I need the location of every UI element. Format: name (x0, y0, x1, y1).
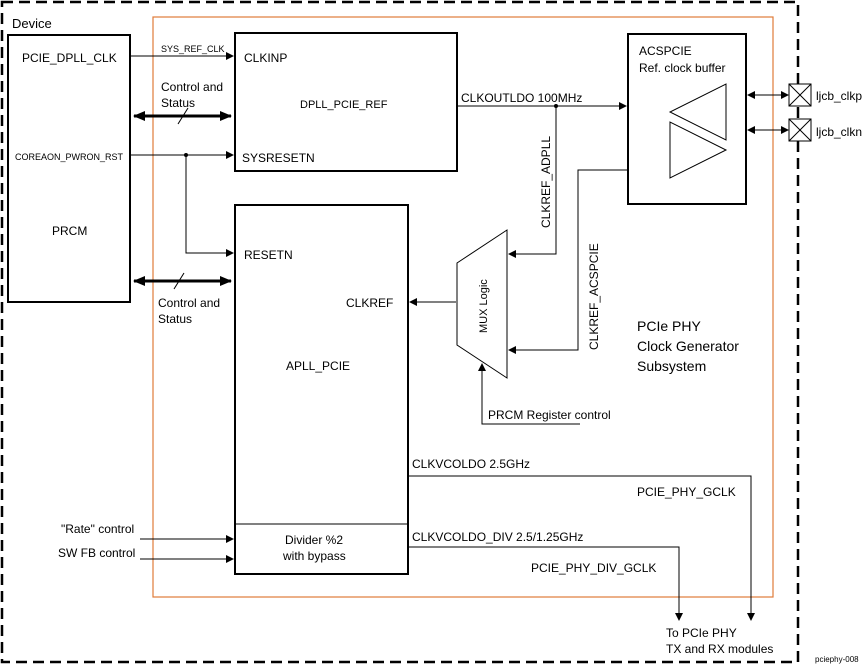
reset-line-to-resetn (185, 155, 234, 257)
clkvcoldo-line (408, 475, 755, 621)
apll-resetn-port: RESETN (244, 248, 293, 262)
subsystem-line1: PCIe PHY (637, 318, 701, 334)
dpll-name: DPLL_PCIE_REF (300, 99, 388, 111)
acspcie-block (627, 33, 747, 205)
to-pcie-phy-line2: TX and RX modules (666, 642, 773, 656)
subsystem-line3: Subsystem (637, 358, 706, 374)
clkp-label: ljcb_clkp (816, 89, 862, 103)
mux-logic-block (456, 229, 508, 379)
control-status-bottom-line1: Control and (158, 296, 220, 310)
rate-control-label: "Rate" control (61, 522, 134, 536)
acspcie-name: ACSPCIE (639, 44, 692, 58)
apll-pcie-block (234, 204, 409, 575)
subsystem-boundary (152, 16, 774, 598)
swfb-control-label: SW FB control (58, 546, 135, 560)
pcie-phy-div-gclk-label: PCIE_PHY_DIV_GCLK (531, 561, 656, 575)
dpll-clkinp-port: CLKINP (244, 51, 287, 65)
prcm-pcie-dpll-clk-label: PCIE_DPLL_CLK (22, 51, 117, 65)
figure-id: pciephy-008 (815, 655, 859, 664)
mux-logic-label: MUX Logic (478, 279, 490, 333)
control-status-top-line2: Status (161, 96, 195, 110)
clkn-pad-icon (788, 118, 812, 142)
pcie-phy-gclk-label: PCIE_PHY_GCLK (637, 485, 736, 499)
control-status-top-slash (177, 107, 189, 125)
dpll-pcie-ref-block (234, 32, 458, 172)
dpll-sysresetn-port: SYSRESETN (242, 151, 315, 165)
clkvcoldo-label: CLKVCOLDO 2.5GHz (412, 457, 530, 471)
apll-name: APLL_PCIE (286, 359, 350, 373)
control-status-bottom-line2: Status (158, 312, 192, 326)
register-control-line (478, 363, 580, 425)
prcm-coreaon-rst-label: COREAON_PWRON_RST (15, 152, 124, 162)
acspcie-subtitle: Ref. clock buffer (639, 61, 725, 75)
clkvcoldo-div-line (408, 546, 683, 621)
clkvcoldo-div-label: CLKVCOLDO_DIV 2.5/1.25GHz (412, 530, 583, 544)
acspcie-buffer-upper (668, 83, 727, 141)
device-boundary (0, 0, 800, 664)
clkoutldo-label: CLKOUTLDO 100MHz (461, 91, 582, 105)
clkref-adpll-label: CLKREF_ADPLL (539, 136, 553, 228)
apll-divider-line1: Divider %2 (285, 533, 343, 547)
register-control-label: PRCM Register control (488, 408, 611, 422)
clkn-label: ljcb_clkn (816, 125, 862, 139)
apll-divider-line2: with bypass (282, 549, 346, 563)
control-status-bottom-slash (173, 272, 185, 290)
clkref-acspcie-label: CLKREF_ACSPCIE (587, 243, 601, 350)
subsystem-line2: Clock Generator (637, 338, 739, 354)
prcm-name: PRCM (52, 224, 87, 238)
apll-clkref-port: CLKREF (346, 296, 393, 310)
sys-ref-clk-label: SYS_REF_CLK (161, 44, 225, 54)
clkref-adpll-line (508, 106, 557, 258)
to-pcie-phy-line1: To PCIe PHY (666, 626, 737, 640)
control-status-top-line1: Control and (161, 80, 223, 94)
clkref-acspcie-line (508, 169, 628, 354)
prcm-block (7, 34, 131, 303)
clkp-pad-icon (788, 83, 812, 107)
acspcie-buffer-lower (669, 121, 728, 179)
device-label: Device (12, 16, 52, 31)
